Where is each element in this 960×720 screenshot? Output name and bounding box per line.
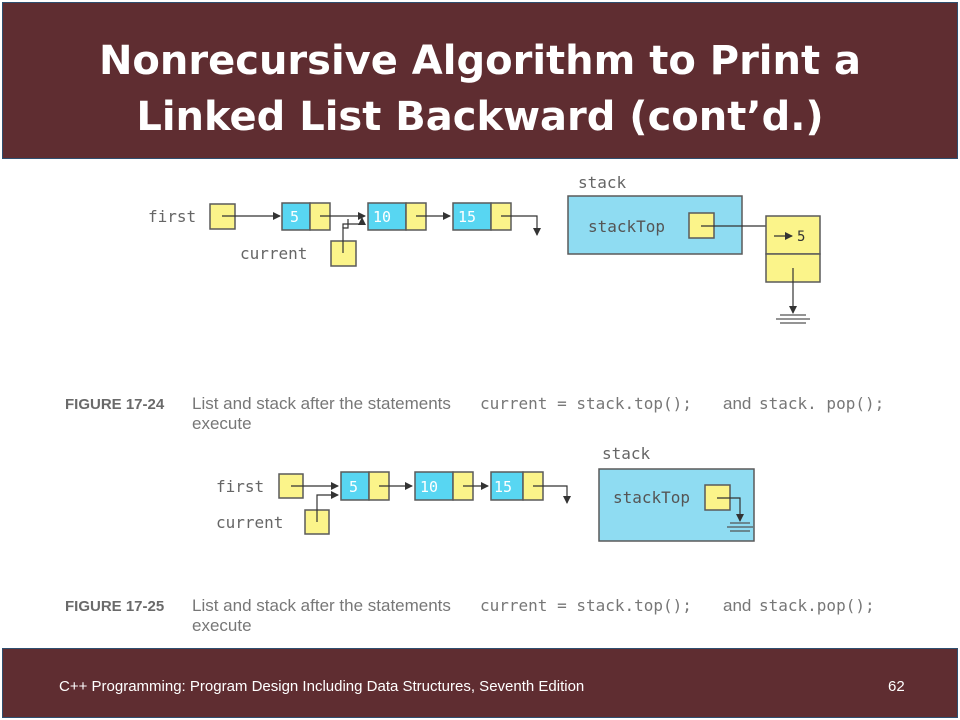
node-15-value: 15 <box>458 208 476 226</box>
stack-label: stack <box>578 173 627 192</box>
node-10-info <box>367 202 407 231</box>
title-line-2: Linked List Backward (cont’d.) <box>136 94 824 140</box>
figure-17-24-diagram: first 5 10 15 current stack stackTop <box>148 173 821 324</box>
ground-symbol <box>776 314 810 324</box>
current-arrow <box>316 491 339 522</box>
footer-bar: C++ Programming: Program Design Includin… <box>2 648 958 718</box>
first-label: first <box>148 207 196 226</box>
node-10-value: 10 <box>373 208 391 226</box>
figure-17-24-number: FIGURE 17-24 <box>65 396 165 413</box>
node-5-info <box>340 471 370 501</box>
stacktop-null-arrow <box>717 497 744 522</box>
stack-node-value: 5 <box>797 229 805 245</box>
null-arrow <box>501 215 541 236</box>
node-5-value: 5 <box>290 208 299 226</box>
figure-17-25-code1: current = stack.top(); <box>480 596 692 615</box>
current-arrow <box>342 217 366 228</box>
figure-17-25-text: List and stack after the statements <box>192 596 451 615</box>
figure-17-25-diagram: first 5 10 15 current stack stackTop <box>216 444 755 542</box>
figure-17-25-end: execute <box>192 616 252 635</box>
node-10-value: 10 <box>420 478 438 496</box>
node-15-value: 15 <box>494 478 512 496</box>
first-label: first <box>216 477 264 496</box>
title-line-1: Nonrecursive Algorithm to Print a <box>98 38 862 84</box>
figure-17-25-number: FIGURE 17-25 <box>65 598 164 615</box>
stack-label: stack <box>602 444 651 463</box>
stacktop-label: stackTop <box>613 488 690 507</box>
slide-title: Nonrecursive Algorithm to Print a Linked… <box>3 33 957 145</box>
current-label: current <box>216 513 283 532</box>
stack-node-info <box>765 215 821 255</box>
figure-17-25-caption: FIGURE 17-25 List and stack after the st… <box>65 596 875 635</box>
title-banner: Nonrecursive Algorithm to Print a Linked… <box>2 2 958 159</box>
node-10-info <box>414 471 454 501</box>
page-number: 62 <box>888 678 905 695</box>
ground-symbol <box>727 522 753 532</box>
node-15-info <box>452 202 492 231</box>
figure-17-24-caption: FIGURE 17-24 List and stack after the st… <box>65 394 884 433</box>
figure-17-24-and: and <box>723 394 751 413</box>
node-5-info <box>281 202 311 231</box>
null-arrow <box>533 485 571 504</box>
figure-17-24-code2: stack. pop(); <box>759 394 884 413</box>
figure-17-24-text: List and stack after the statements <box>192 394 451 413</box>
footer-book-title: C++ Programming: Program Design Includin… <box>59 678 585 695</box>
node-5-value: 5 <box>349 478 358 496</box>
figure-17-25-and: and <box>723 596 751 615</box>
figure-17-24-end: execute <box>192 414 252 433</box>
current-label: current <box>240 244 307 263</box>
figure-17-24-code1: current = stack.top(); <box>480 394 692 413</box>
figure-17-25-code2: stack.pop(); <box>759 596 875 615</box>
stacktop-label: stackTop <box>588 217 665 236</box>
